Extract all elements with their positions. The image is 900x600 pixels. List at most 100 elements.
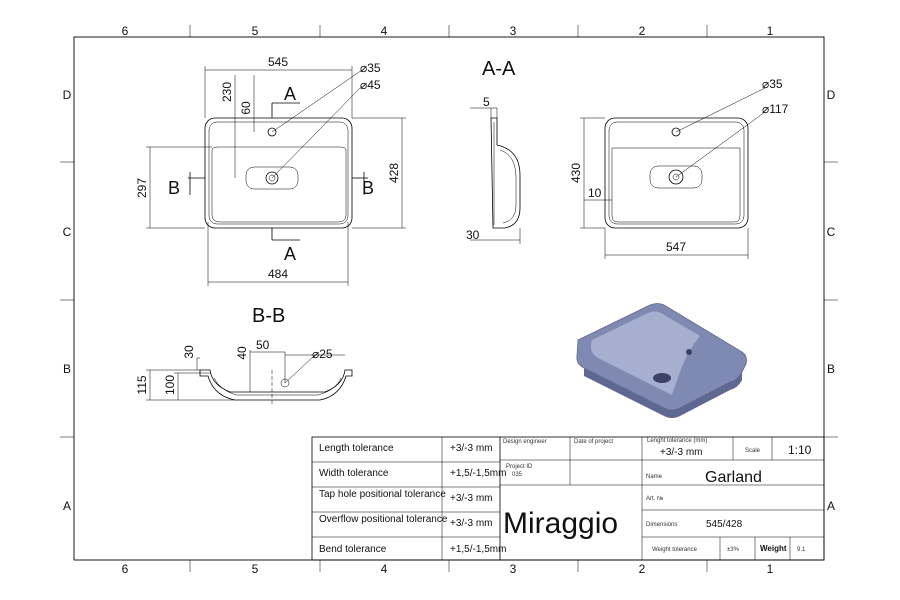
dim-bb-hole-25: ⌀25 xyxy=(312,347,333,361)
tol-value-overflow: +3/-3 mm xyxy=(450,518,493,529)
row-label-left: B xyxy=(63,362,71,376)
basin-3d-tap-hole xyxy=(686,349,692,355)
col-label-top: 6 xyxy=(122,24,129,38)
tol-label-width: Width tolerance xyxy=(319,468,389,479)
row-label-left: C xyxy=(63,225,72,239)
col-label-top: 3 xyxy=(510,24,517,38)
section-a-bottom: A xyxy=(284,244,296,264)
tol-value-length: +3/-3 mm xyxy=(450,443,493,454)
dim-hole-45: ⌀45 xyxy=(360,78,381,92)
section-a-top: A xyxy=(284,84,296,104)
length-tol-label: Lenght tolerance (mm) xyxy=(647,438,707,444)
name-label: Name xyxy=(646,474,663,480)
side-profile xyxy=(490,117,521,229)
dim-hole-35: ⌀35 xyxy=(360,61,381,75)
col-label-bottom: 6 xyxy=(122,562,129,576)
col-label-top: 5 xyxy=(252,24,259,38)
right-view: ⌀35 ⌀117 430 10 547 xyxy=(569,77,789,259)
brand-logo: Miraggio xyxy=(503,507,618,540)
tol-label-taphole: Tap hole positional tolerance xyxy=(319,489,446,500)
tol-value-taphole: +3/-3 mm xyxy=(450,493,493,504)
col-label-top: 1 xyxy=(767,24,774,38)
section-bb-title: B-B xyxy=(252,305,285,327)
dim-30: 30 xyxy=(466,228,480,242)
scale-value: 1:10 xyxy=(788,443,812,457)
right-tap-hole xyxy=(671,127,681,137)
col-label-bottom: 1 xyxy=(767,562,774,576)
frame-ticks xyxy=(60,25,838,572)
project-id-label: Project ID xyxy=(506,464,533,470)
dim-547: 547 xyxy=(666,240,686,254)
col-label-top: 2 xyxy=(639,24,646,38)
dim-230: 230 xyxy=(220,82,234,102)
right-drain-slot xyxy=(649,165,703,189)
dim-right-hole-35: ⌀35 xyxy=(762,77,783,91)
weight-value: 9.1 xyxy=(797,547,806,553)
dimensions-label: Dimensions xyxy=(646,522,677,528)
dim-bb-115: 115 xyxy=(135,375,149,394)
dim-bb-30: 30 xyxy=(182,345,196,359)
basin-3d-bowl xyxy=(590,311,700,395)
section-bb: B-B 30 40 50 ⌀25 115 100 xyxy=(135,305,353,405)
drain-hole-inner xyxy=(268,174,276,182)
row-label-left: A xyxy=(63,499,71,513)
row-label-left: D xyxy=(63,88,72,102)
dim-297: 297 xyxy=(135,178,149,198)
right-view-outline xyxy=(604,117,749,229)
section-aa-title: A-A xyxy=(482,58,516,80)
weight-label: Weight xyxy=(760,544,787,553)
dim-10: 10 xyxy=(588,186,602,200)
col-label-bottom: 2 xyxy=(639,562,646,576)
project-id-value: 035 xyxy=(512,472,523,478)
side-view-aa: A-A 5 30 xyxy=(466,58,521,244)
dim-bb-100: 100 xyxy=(163,375,177,395)
section-b-left: B xyxy=(168,178,180,198)
tol-label-bend: Bend tolerance xyxy=(319,544,387,555)
top-view-bowl xyxy=(211,146,347,223)
col-label-bottom: 5 xyxy=(252,562,259,576)
dim-430: 430 xyxy=(569,163,583,183)
design-engineer-label: Design engineer xyxy=(503,439,547,445)
dim-545: 545 xyxy=(268,55,288,69)
top-view: 545 230 60 ⌀35 ⌀45 A A B B 297 428 xyxy=(135,55,406,286)
dim-484: 484 xyxy=(268,267,288,281)
drain-hole xyxy=(265,171,279,185)
dimensions-value: 545/428 xyxy=(706,519,743,530)
length-tol-value: +3/-3 mm xyxy=(660,447,703,458)
row-label-right: A xyxy=(827,499,835,513)
dim-right-hole-117: ⌀117 xyxy=(762,102,789,116)
tap-hole xyxy=(267,127,277,137)
col-label-bottom: 3 xyxy=(510,562,517,576)
tol-label-length: Length tolerance xyxy=(319,443,394,454)
tol-value-width: +1,5/-1,5mm xyxy=(450,468,506,479)
tol-label-overflow: Overflow positional tolerance xyxy=(319,514,448,525)
weight-tol-label: Weight tolerance xyxy=(652,547,698,553)
art-label: Art. № xyxy=(646,495,663,502)
scale-label: Scale xyxy=(745,448,761,454)
top-view-inner xyxy=(208,121,349,225)
dim-5: 5 xyxy=(483,95,490,109)
dim-428: 428 xyxy=(387,163,401,183)
tol-value-bend: +1,5/-1,5mm xyxy=(450,544,506,555)
row-label-right: C xyxy=(827,225,836,239)
top-view-outline xyxy=(204,117,353,229)
date-of-project-label: Date of project xyxy=(574,439,613,445)
dim-60: 60 xyxy=(239,101,253,115)
name-value: Garland xyxy=(705,469,762,486)
bb-profile xyxy=(199,369,353,401)
section-b-right: B xyxy=(362,178,374,198)
basin-3d-drain xyxy=(653,373,671,383)
dim-bb-50: 50 xyxy=(256,338,270,352)
dim-bb-40: 40 xyxy=(235,346,249,360)
drain-slot xyxy=(245,166,299,190)
title-block: Length tolerance +3/-3 mm Width toleranc… xyxy=(311,436,825,561)
right-view-inner xyxy=(608,121,745,225)
row-label-right: D xyxy=(827,88,836,102)
row-label-right: B xyxy=(827,362,835,376)
weight-tol-value: ±3% xyxy=(727,547,740,553)
right-drain-hole xyxy=(668,169,684,185)
col-label-bottom: 4 xyxy=(381,562,388,576)
col-label-top: 4 xyxy=(381,24,388,38)
basin-3d-render xyxy=(576,303,747,418)
